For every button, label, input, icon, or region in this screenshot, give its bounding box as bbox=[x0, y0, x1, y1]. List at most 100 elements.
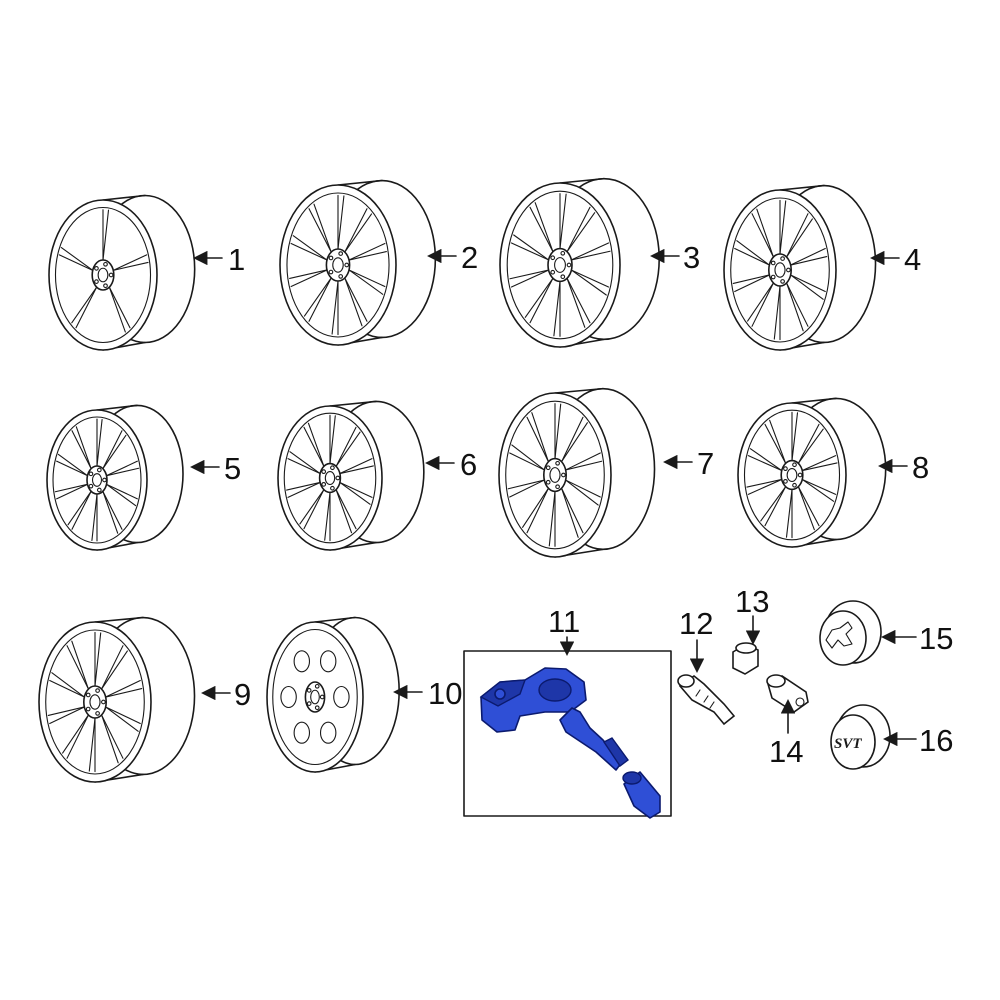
locking-lug-nut-icon[interactable] bbox=[766, 674, 809, 713]
spoke bbox=[797, 428, 824, 464]
spoke bbox=[747, 455, 783, 472]
hub bbox=[325, 248, 351, 282]
spoke bbox=[101, 645, 124, 690]
spoke bbox=[509, 269, 550, 280]
vent-hole bbox=[333, 685, 350, 709]
alloy-wheel-icon[interactable] bbox=[46, 404, 184, 551]
spoke bbox=[71, 430, 92, 470]
valve-stem-icon[interactable] bbox=[677, 674, 736, 726]
lug-hole bbox=[566, 262, 572, 268]
spoke bbox=[764, 423, 787, 464]
callout-3: 3 bbox=[683, 240, 700, 275]
spoke bbox=[49, 679, 85, 698]
spoke bbox=[746, 478, 783, 488]
lug-hole bbox=[96, 487, 102, 493]
spoke bbox=[105, 679, 141, 698]
spoke bbox=[747, 282, 774, 322]
spoke bbox=[797, 486, 820, 527]
spoke bbox=[290, 242, 328, 261]
alloy-wheel-icon[interactable] bbox=[498, 387, 656, 558]
lug-hole bbox=[85, 692, 91, 698]
lug-hole bbox=[555, 460, 560, 466]
spoke bbox=[303, 426, 325, 467]
lug-hole bbox=[335, 475, 341, 481]
center-cap-mustang-icon[interactable] bbox=[819, 600, 882, 666]
spoke bbox=[751, 213, 774, 258]
spoke bbox=[101, 714, 119, 764]
lug-hole bbox=[770, 260, 776, 266]
lug-hole bbox=[319, 694, 325, 700]
vent-hole bbox=[280, 685, 297, 709]
lug-hole bbox=[561, 472, 566, 478]
hub bbox=[547, 247, 573, 283]
spoke bbox=[57, 453, 89, 477]
callout-10: 10 bbox=[428, 676, 462, 711]
lug-hole bbox=[770, 274, 776, 280]
callout-2: 2 bbox=[461, 240, 478, 275]
lug-hole bbox=[103, 283, 108, 289]
spoke bbox=[348, 269, 384, 295]
lug-hole bbox=[560, 274, 566, 280]
spoke bbox=[736, 240, 770, 266]
spoke bbox=[308, 208, 332, 253]
vent-hole bbox=[319, 650, 337, 673]
spoke bbox=[801, 478, 837, 495]
spoke bbox=[66, 645, 89, 690]
steel-wheel-icon[interactable] bbox=[266, 616, 400, 773]
spoke bbox=[75, 286, 98, 329]
callout-16: 16 bbox=[919, 723, 953, 758]
lug-hole bbox=[95, 688, 100, 693]
spoke bbox=[344, 277, 363, 327]
spoke bbox=[56, 483, 89, 500]
spoke bbox=[71, 490, 92, 530]
hub bbox=[83, 685, 108, 719]
lug-hole bbox=[108, 272, 114, 278]
spoke bbox=[313, 203, 332, 253]
spoke bbox=[566, 277, 586, 328]
spoke bbox=[91, 493, 98, 542]
callout-15: 15 bbox=[919, 621, 953, 656]
alloy-wheel-icon[interactable] bbox=[723, 184, 877, 351]
spoke bbox=[289, 451, 321, 475]
spoke bbox=[96, 418, 103, 467]
spoke bbox=[561, 422, 588, 463]
center-cap-svt-icon[interactable]: SVT bbox=[830, 704, 891, 770]
lug-hole bbox=[545, 479, 551, 485]
spoke bbox=[566, 206, 591, 253]
callout-12: 12 bbox=[679, 606, 713, 641]
spoke bbox=[101, 714, 124, 759]
spoke bbox=[102, 490, 123, 530]
alloy-wheel-icon[interactable] bbox=[499, 177, 660, 348]
spoke bbox=[797, 423, 820, 464]
spoke bbox=[565, 479, 599, 506]
alloy-wheel-icon[interactable] bbox=[737, 397, 887, 548]
lug-hole bbox=[783, 478, 788, 484]
alloy-wheel-icon[interactable] bbox=[277, 400, 425, 551]
lug-hole bbox=[555, 484, 560, 490]
spoke bbox=[751, 282, 774, 327]
spoke bbox=[749, 448, 783, 472]
tpms-sensor-icon[interactable] bbox=[463, 650, 672, 819]
spoke bbox=[348, 251, 387, 261]
spoke bbox=[526, 416, 549, 463]
lug-nut-icon[interactable] bbox=[732, 642, 759, 675]
alloy-wheel-icon[interactable] bbox=[48, 194, 196, 351]
spoke bbox=[522, 487, 549, 528]
spoke bbox=[570, 242, 610, 261]
lug-hole bbox=[560, 250, 566, 256]
spoke bbox=[105, 467, 140, 477]
callout-7: 7 bbox=[697, 446, 714, 481]
spoke bbox=[801, 478, 835, 502]
lug-hole bbox=[338, 274, 344, 279]
alloy-wheel-icon[interactable] bbox=[38, 616, 196, 783]
spoke bbox=[54, 483, 89, 493]
spoke bbox=[112, 261, 149, 271]
spoke bbox=[290, 269, 328, 288]
callout-4: 4 bbox=[904, 242, 921, 277]
spoke bbox=[47, 706, 85, 716]
spoke bbox=[62, 714, 89, 754]
lug-hole bbox=[306, 701, 312, 706]
alloy-wheel-icon[interactable] bbox=[279, 179, 437, 346]
lug-hole bbox=[95, 711, 100, 716]
spoke bbox=[102, 430, 123, 470]
